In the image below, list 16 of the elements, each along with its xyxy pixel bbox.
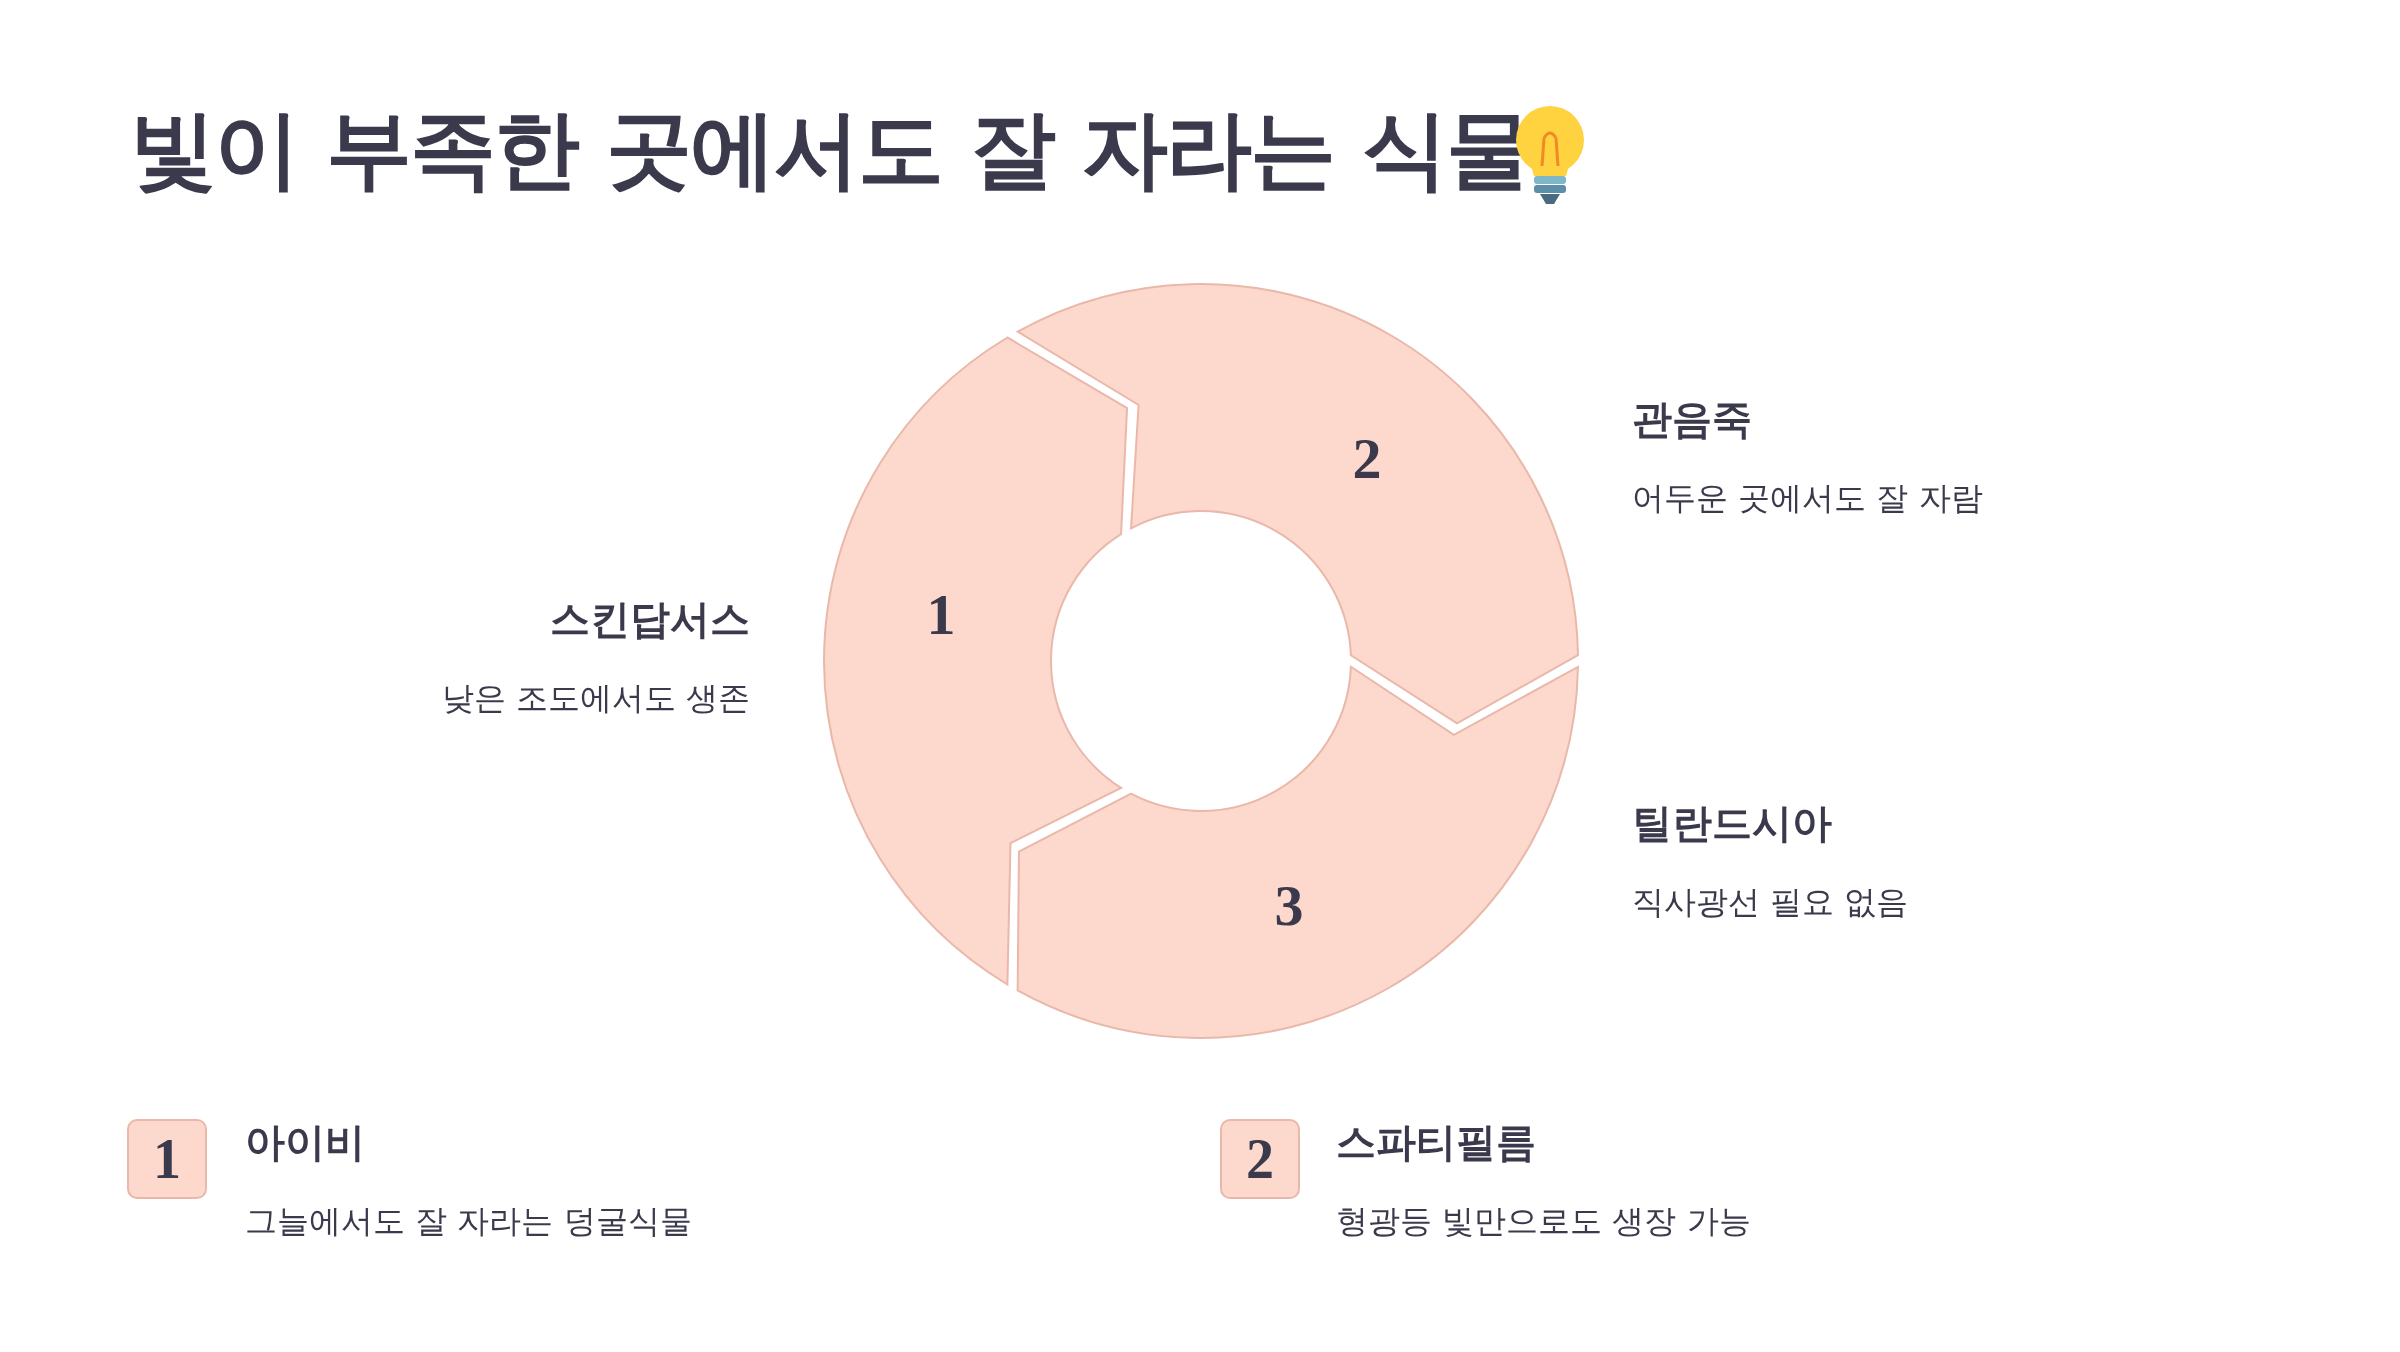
- item-description: 어두운 곳에서도 잘 자람: [1632, 478, 1983, 519]
- item-heading: 틸란드시아: [1632, 799, 1832, 848]
- number-badge: 2: [1220, 1119, 1300, 1199]
- item-description: 낮은 조도에서도 생존: [441, 678, 750, 719]
- item-description: 직사광선 필요 없음: [1632, 882, 1909, 923]
- step-number: 2: [1352, 430, 1382, 488]
- title: 빛이 부족한 곳에서도 잘 자라는 식물: [130, 98, 1530, 201]
- number-badge: 1: [127, 1119, 207, 1199]
- item-heading: 아이비: [245, 1118, 365, 1167]
- item-heading: 스킨답서스: [550, 595, 750, 644]
- item-heading: 관음죽: [1632, 395, 1752, 444]
- item-description: 그늘에서도 잘 자라는 덩굴식물: [245, 1201, 692, 1242]
- item-description: 형광등 빛만으로도 생장 가능: [1336, 1201, 1751, 1242]
- item-heading: 스파티필름: [1336, 1118, 1536, 1167]
- step-number: 3: [1274, 877, 1304, 935]
- step-number: 1: [926, 586, 956, 644]
